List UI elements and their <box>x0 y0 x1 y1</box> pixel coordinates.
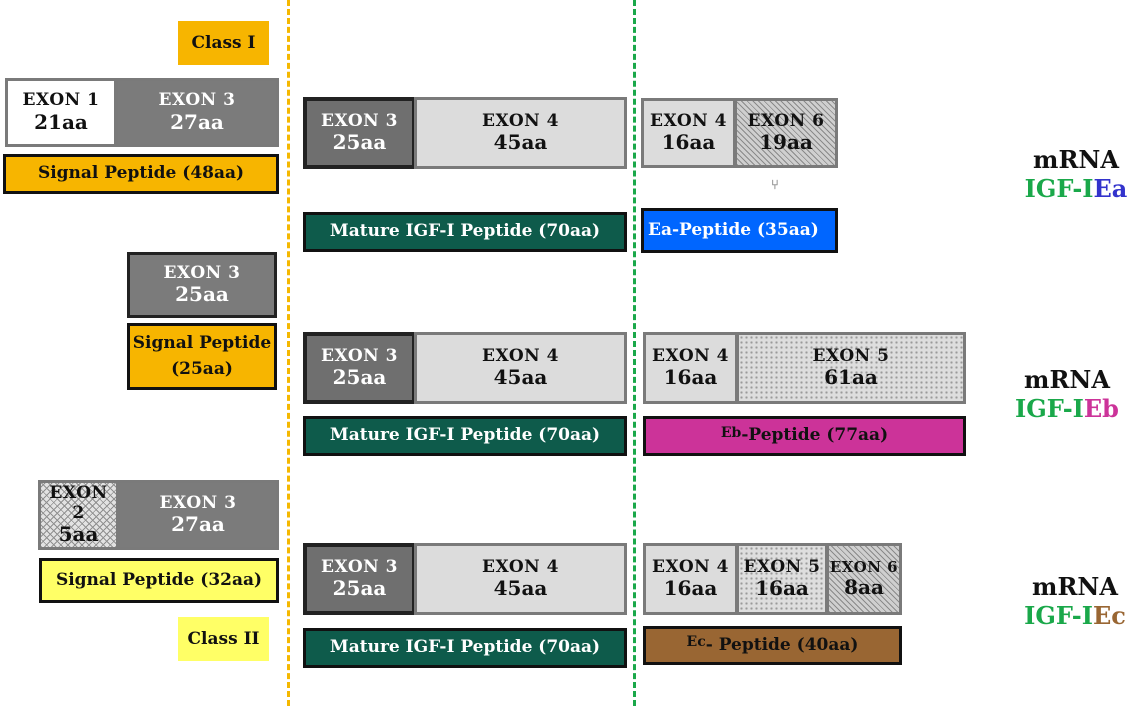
eb-mrna-text: mRNA <box>1024 365 1110 394</box>
class1-exon3-box: EXON 3 27aa <box>115 78 279 147</box>
eb-igf-text: IGF-I <box>1015 394 1084 423</box>
eb-suffix-text: Eb <box>1083 394 1119 423</box>
ec-mrna-text: mRNA <box>1032 572 1118 601</box>
mature1-exon3-box: EXON 3 25aa <box>303 97 416 169</box>
ec-mrna-label: mRNA IGF-IEc <box>1020 572 1130 630</box>
ec-exon5-name: EXON 5 <box>743 556 821 577</box>
exon1-name: EXON 1 <box>22 90 100 111</box>
mature1-peptide: Mature IGF-I Peptide (70aa) <box>303 212 627 252</box>
eb-exon4-aa: 16aa <box>663 365 718 390</box>
ec-exon4-box: EXON 4 16aa <box>643 543 738 615</box>
ec-exon6-name: EXON 6 <box>829 557 899 576</box>
eb-igf-name: IGF-IEb <box>1012 394 1122 423</box>
ec-igf-name: IGF-IEc <box>1020 601 1130 630</box>
row2-signal-exon3-box: EXON 3 25aa <box>127 252 277 318</box>
ea-peptide: Ea-Peptide (35aa) <box>641 208 838 253</box>
exon2-aa: 5aa <box>58 522 99 547</box>
ec-peptide: Ec- Peptide (40aa) <box>643 626 902 665</box>
ea-exon4-box: EXON 4 16aa <box>641 98 736 168</box>
ea-igf-text: IGF-I <box>1024 174 1094 203</box>
ea-suffix-text: Ea <box>1093 174 1128 203</box>
class1-signal-peptide: Signal Peptide (48aa) <box>3 154 279 194</box>
eb-exon5-aa: 61aa <box>824 365 878 390</box>
class-i-label: Class I <box>178 21 269 65</box>
class2-exon3-aa: 27aa <box>171 512 225 537</box>
ea-mrna-text: mRNA <box>1033 145 1119 174</box>
ec-igf-text: IGF-I <box>1024 601 1093 630</box>
ec-exon5-aa: 16aa <box>755 576 809 601</box>
mature1-exon4-aa: 45aa <box>493 130 548 155</box>
eb-exon5-name: EXON 5 <box>812 345 890 366</box>
mature2-exon3-box: EXON 3 25aa <box>303 332 416 404</box>
mature3-exon4-name: EXON 4 <box>482 556 559 577</box>
ec-exon6-box: EXON 6 8aa <box>826 543 902 615</box>
ea-mrna-label: mRNA IGF-IEa <box>1021 145 1131 203</box>
row2-signal-exon3-aa: 25aa <box>175 282 229 307</box>
ec-exon4-name: EXON 4 <box>652 556 729 577</box>
mature2-exon4-box: EXON 4 45aa <box>414 332 627 404</box>
ec-peptide-rest: - Peptide (40aa) <box>705 634 859 655</box>
row2-signal-line2: (25aa) <box>171 358 233 379</box>
class1-exon3-aa: 27aa <box>170 109 224 134</box>
ecdomain-separator-line <box>633 0 636 706</box>
class-separator-line <box>287 0 290 706</box>
exon1-box: EXON 1 21aa <box>5 78 117 147</box>
mature1-exon4-name: EXON 4 <box>482 110 559 131</box>
eb-peptide-prefix: Eb <box>720 424 742 441</box>
mature2-exon3-aa: 25aa <box>332 365 387 390</box>
class2-exon3-box: EXON 3 27aa <box>117 480 279 550</box>
ec-exon5-box: EXON 5 16aa <box>736 543 828 615</box>
row2-signal-peptide: Signal Peptide (25aa) <box>127 323 277 390</box>
ea-exon4-name: EXON 4 <box>650 110 727 131</box>
mature2-exon4-aa: 45aa <box>493 365 548 390</box>
eb-exon5-box: EXON 5 61aa <box>736 332 966 404</box>
class2-exon3-name: EXON 3 <box>159 492 237 513</box>
glycosylation-icon: ⑂ <box>771 178 779 193</box>
eb-peptide: Eb-Peptide (77aa) <box>643 416 966 456</box>
class2-signal-peptide: Signal Peptide (32aa) <box>39 558 279 603</box>
ea-exon6-aa: 19aa <box>759 130 813 155</box>
row2-signal-exon3-name: EXON 3 <box>163 262 241 283</box>
mature3-exon3-aa: 25aa <box>332 576 387 601</box>
ec-suffix-text: Ec <box>1092 601 1126 630</box>
row2-signal-line1: Signal Peptide <box>132 332 272 353</box>
mature1-exon4-box: EXON 4 45aa <box>414 97 627 169</box>
mature3-exon4-box: EXON 4 45aa <box>414 543 627 615</box>
mature3-exon4-aa: 45aa <box>493 576 548 601</box>
ea-igf-name: IGF-IEa <box>1021 174 1131 203</box>
exon1-aa: 21aa <box>34 109 88 134</box>
ec-peptide-prefix: Ec <box>686 634 706 651</box>
eb-exon4-box: EXON 4 16aa <box>643 332 738 404</box>
exon2-box: EXON 2 5aa <box>38 480 119 550</box>
ea-exon6-name: EXON 6 <box>747 110 825 131</box>
mature2-exon3-name: EXON 3 <box>321 345 398 366</box>
mature3-exon3-box: EXON 3 25aa <box>303 543 416 615</box>
class-ii-label: Class II <box>178 617 269 661</box>
ea-exon6-box: EXON 6 19aa <box>734 98 838 168</box>
eb-mrna-label: mRNA IGF-IEb <box>1012 365 1122 423</box>
class1-exon3-name: EXON 3 <box>158 90 236 110</box>
mature2-peptide: Mature IGF-I Peptide (70aa) <box>303 416 627 456</box>
eb-exon4-name: EXON 4 <box>652 345 729 366</box>
ec-exon4-aa: 16aa <box>663 576 718 601</box>
eb-peptide-rest: -Peptide (77aa) <box>741 425 889 446</box>
mature3-peptide: Mature IGF-I Peptide (70aa) <box>303 628 627 668</box>
mature1-exon3-aa: 25aa <box>332 130 387 155</box>
ea-exon4-aa: 16aa <box>661 130 716 155</box>
mature2-exon4-name: EXON 4 <box>482 345 559 366</box>
mature3-exon3-name: EXON 3 <box>321 556 398 577</box>
ec-exon6-aa: 8aa <box>844 575 884 600</box>
mature1-exon3-name: EXON 3 <box>321 110 398 131</box>
exon2-name: EXON 2 <box>49 482 108 523</box>
